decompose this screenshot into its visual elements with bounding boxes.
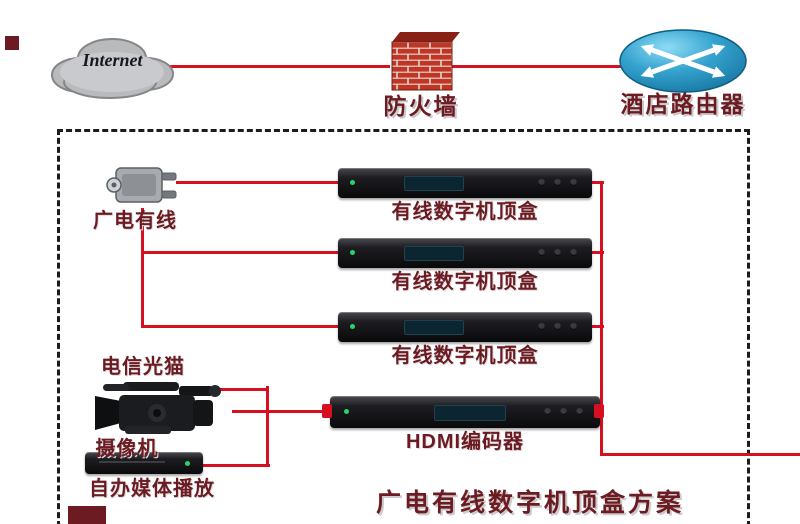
router-icon <box>618 28 748 99</box>
connector-internet-firewall <box>168 65 390 68</box>
power-led <box>350 250 355 255</box>
connector-stb2-trunk <box>588 251 604 254</box>
encoder-label: HDMI编码器 <box>405 431 525 453</box>
splitter-icon <box>100 162 184 215</box>
output-trunk-right <box>600 181 603 456</box>
stb-device-3 <box>338 312 592 342</box>
encoder-button <box>544 408 551 415</box>
stb-button <box>538 249 545 256</box>
firewall-icon <box>386 30 460 97</box>
encoder-button <box>560 408 567 415</box>
power-led <box>185 461 190 466</box>
stb-button <box>538 323 545 330</box>
stb-display <box>404 320 464 335</box>
connector-stb3-trunk <box>588 325 604 328</box>
camera-icon <box>95 380 235 445</box>
modem-label: 电信光猫 <box>101 356 185 378</box>
connector-trunk-stb2 <box>141 251 340 254</box>
media-player-device <box>85 452 203 474</box>
encoder-display <box>434 405 506 421</box>
encoder-plug-right <box>594 404 604 418</box>
watermark-fragment-bottom-left <box>68 506 106 524</box>
router-label: 酒店路由器 <box>620 91 746 117</box>
watermark-fragment-top-left <box>5 36 19 50</box>
stb-button <box>570 323 577 330</box>
stb-button <box>554 179 561 186</box>
cable-source-label: 广电有线 <box>93 210 177 232</box>
stb-button <box>570 249 577 256</box>
stb-label-1: 有线数字机顶盒 <box>391 201 539 223</box>
stb-device-1 <box>338 168 592 198</box>
av-bracket-trunk <box>266 386 269 467</box>
encoder-device <box>330 396 600 428</box>
power-led <box>350 180 355 185</box>
stb-display <box>404 246 464 261</box>
encoder-button <box>576 408 583 415</box>
connector-stb1-trunk <box>588 181 604 184</box>
stb-button <box>554 323 561 330</box>
stb-button <box>554 249 561 256</box>
disc-slot <box>99 461 165 463</box>
connector-output-exit <box>600 453 800 456</box>
camera-label: 摄像机 <box>95 438 159 460</box>
lan-boundary <box>57 129 750 524</box>
stb-label-3: 有线数字机顶盒 <box>391 345 539 367</box>
stb-label-2: 有线数字机顶盒 <box>391 271 539 293</box>
connector-media-bracket <box>202 464 270 467</box>
connector-splitter-stb1 <box>176 181 340 184</box>
media-player-label: 自办媒体播放 <box>89 478 215 500</box>
internet-label: Internet <box>82 50 143 70</box>
connector-trunk-stb3 <box>141 325 340 328</box>
internet-cloud-icon: Internet <box>40 30 185 105</box>
stb-display <box>404 176 464 191</box>
connector-modem-bracket <box>186 388 268 391</box>
firewall-label: 防火墙 <box>383 93 459 119</box>
stb-device-2 <box>338 238 592 268</box>
stb-button <box>570 179 577 186</box>
connector-camera-encoder <box>232 410 332 413</box>
power-led <box>344 409 349 414</box>
encoder-plug-left <box>322 404 332 418</box>
solution-title: 广电有线数字机顶盒方案 <box>375 489 684 517</box>
connector-firewall-router <box>452 65 624 68</box>
power-led <box>350 324 355 329</box>
cable-trunk-left <box>141 208 144 328</box>
stb-button <box>538 179 545 186</box>
